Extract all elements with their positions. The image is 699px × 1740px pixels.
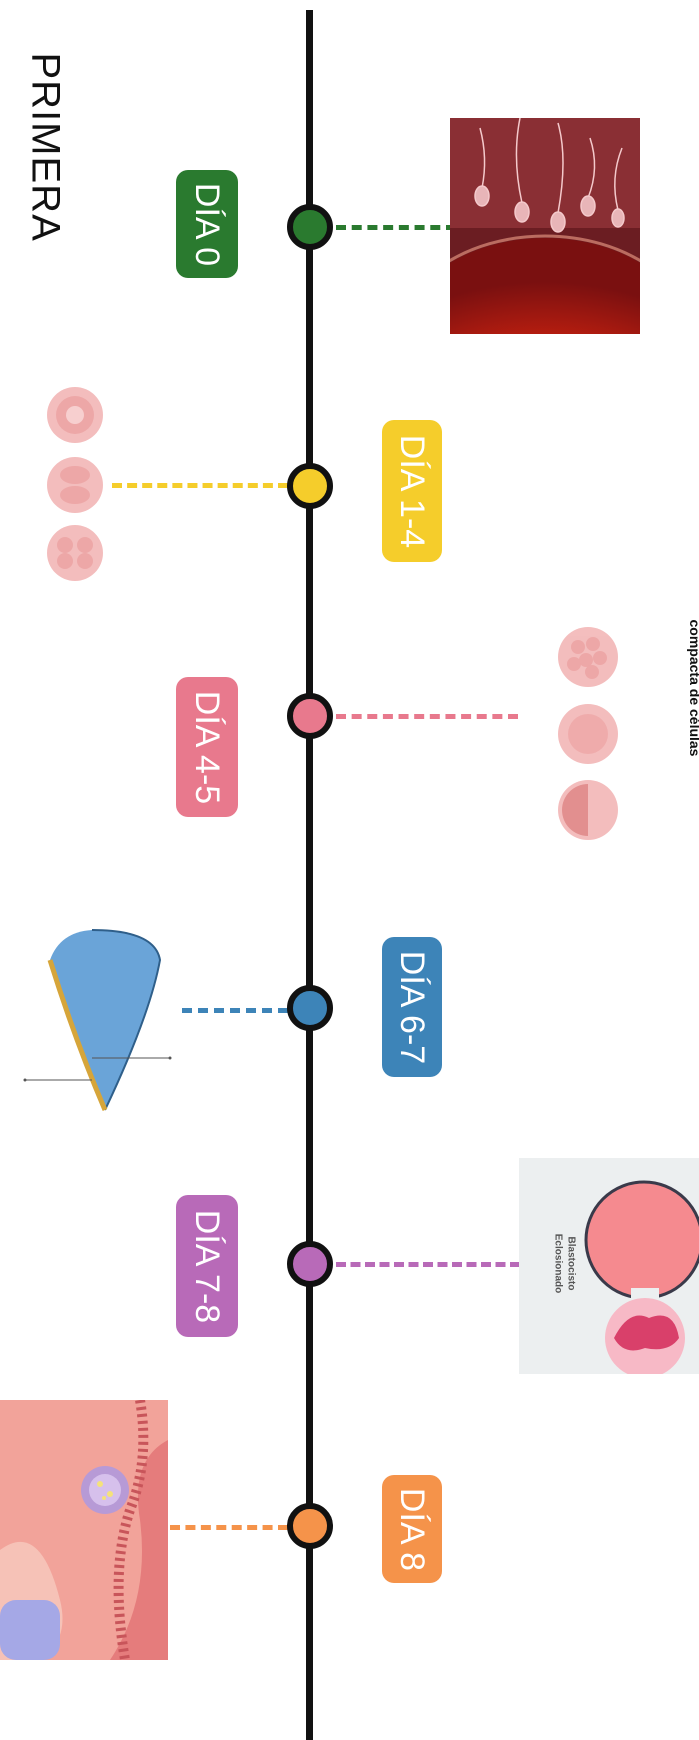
morula-illustration: [558, 627, 618, 840]
stage-label: DÍA 7-8: [188, 1209, 227, 1323]
stage-badge-dia-7-8: DÍA 7-8: [176, 1195, 238, 1337]
connector-dia-8: [170, 1525, 288, 1530]
stage-badge-dia-8: DÍA 8: [382, 1475, 442, 1583]
connector-dia-0: [336, 225, 456, 230]
timeline-node-dia-0: [287, 204, 333, 250]
stage-badge-dia-6-7: DÍA 6-7: [382, 937, 442, 1077]
blastocisto-note-line2: Eclosionado: [552, 1233, 564, 1294]
timeline-node-dia-4-5: [287, 693, 333, 739]
compacta-note: compacta de células: [687, 619, 699, 757]
blastocisto-note-line1: Blastocisto: [565, 1236, 577, 1291]
connector-dia-6-7: [182, 1008, 288, 1013]
stage-badge-dia-4-5: DÍA 4-5: [176, 677, 238, 817]
timeline-axis: [306, 10, 313, 1740]
stage-label: DÍA 6-7: [393, 950, 432, 1064]
sperm-egg-illustration: [450, 118, 640, 334]
stage-badge-dia-0: DÍA 0: [176, 170, 238, 278]
connector-dia-4-5: [336, 714, 518, 719]
implantation-illustration: [0, 1400, 168, 1660]
stage-label: DÍA 4-5: [188, 690, 227, 804]
stage-label: DÍA 0: [188, 182, 227, 266]
timeline-node-dia-1-4: [287, 463, 333, 509]
page-title: PRIMERA: [23, 52, 68, 242]
timeline-node-dia-6-7: [287, 985, 333, 1031]
connector-dia-7-8: [336, 1262, 520, 1267]
hatched-blastocyst-panel: Blastocisto Eclosionado: [519, 1158, 699, 1374]
stage-label: DÍA 8: [393, 1487, 432, 1571]
blastocyst-section-illustration: [23, 929, 172, 1111]
timeline-node-dia-8: [287, 1503, 333, 1549]
connector-dia-1-4: [112, 483, 288, 488]
stage-badge-dia-1-4: DÍA 1-4: [382, 420, 442, 562]
cleavage-cells-illustration: [47, 387, 103, 581]
stage-label: DÍA 1-4: [393, 434, 432, 548]
timeline-node-dia-7-8: [287, 1241, 333, 1287]
